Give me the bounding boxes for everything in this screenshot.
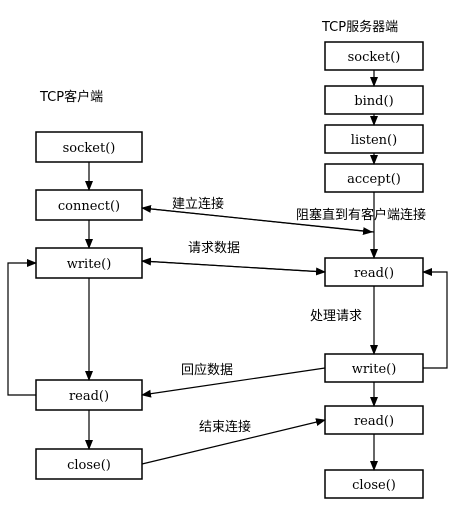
label-establish: 建立连接 — [172, 196, 224, 212]
client-write-box: write() — [35, 247, 143, 279]
message-response — [141, 367, 326, 398]
client-read-box: read() — [35, 379, 143, 411]
label-end: 结束连接 — [199, 419, 251, 435]
client-loop-read-to-write — [7, 259, 37, 396]
server-title: TCP服务器端 — [321, 19, 398, 35]
client-connect-box: connect() — [35, 189, 143, 221]
client-socket-label: socket() — [63, 141, 116, 156]
server-bind-label: bind() — [354, 94, 393, 109]
server-loop-write-to-read — [422, 268, 448, 369]
label-blocking: 阻塞直到有客户端连接 — [296, 207, 426, 223]
label-request: 请求数据 — [188, 241, 240, 256]
client-read-label: read() — [69, 389, 109, 404]
label-response: 回应数据 — [181, 362, 233, 378]
server-listen-label: listen() — [351, 133, 397, 148]
server-accept-box: accept() — [324, 163, 424, 193]
server-close-label: close() — [352, 478, 396, 493]
server-read2-label: read() — [354, 414, 394, 429]
message-request-to-client — [141, 257, 326, 273]
label-process: 处理请求 — [310, 309, 362, 324]
client-write-label: write() — [67, 257, 112, 272]
server-write-box: write() — [324, 353, 424, 383]
server-read1-label: read() — [354, 266, 394, 281]
server-bind-box: bind() — [324, 85, 424, 115]
server-listen-box: listen() — [324, 124, 424, 154]
server-close-box: close() — [324, 469, 424, 499]
server-socket-box: socket() — [324, 41, 424, 71]
server-socket-label: socket() — [348, 50, 401, 65]
message-establish-to-server — [141, 207, 373, 236]
message-end — [141, 418, 326, 465]
server-read2-box: read() — [324, 405, 424, 435]
client-close-box: close() — [35, 448, 143, 480]
client-connect-label: connect() — [58, 199, 120, 214]
client-socket-box: socket() — [35, 131, 143, 163]
server-read1-box: read() — [324, 257, 424, 287]
server-accept-label: accept() — [347, 172, 401, 187]
server-write-label: write() — [352, 362, 397, 377]
client-close-label: close() — [67, 458, 111, 473]
client-title: TCP客户端 — [39, 89, 103, 105]
